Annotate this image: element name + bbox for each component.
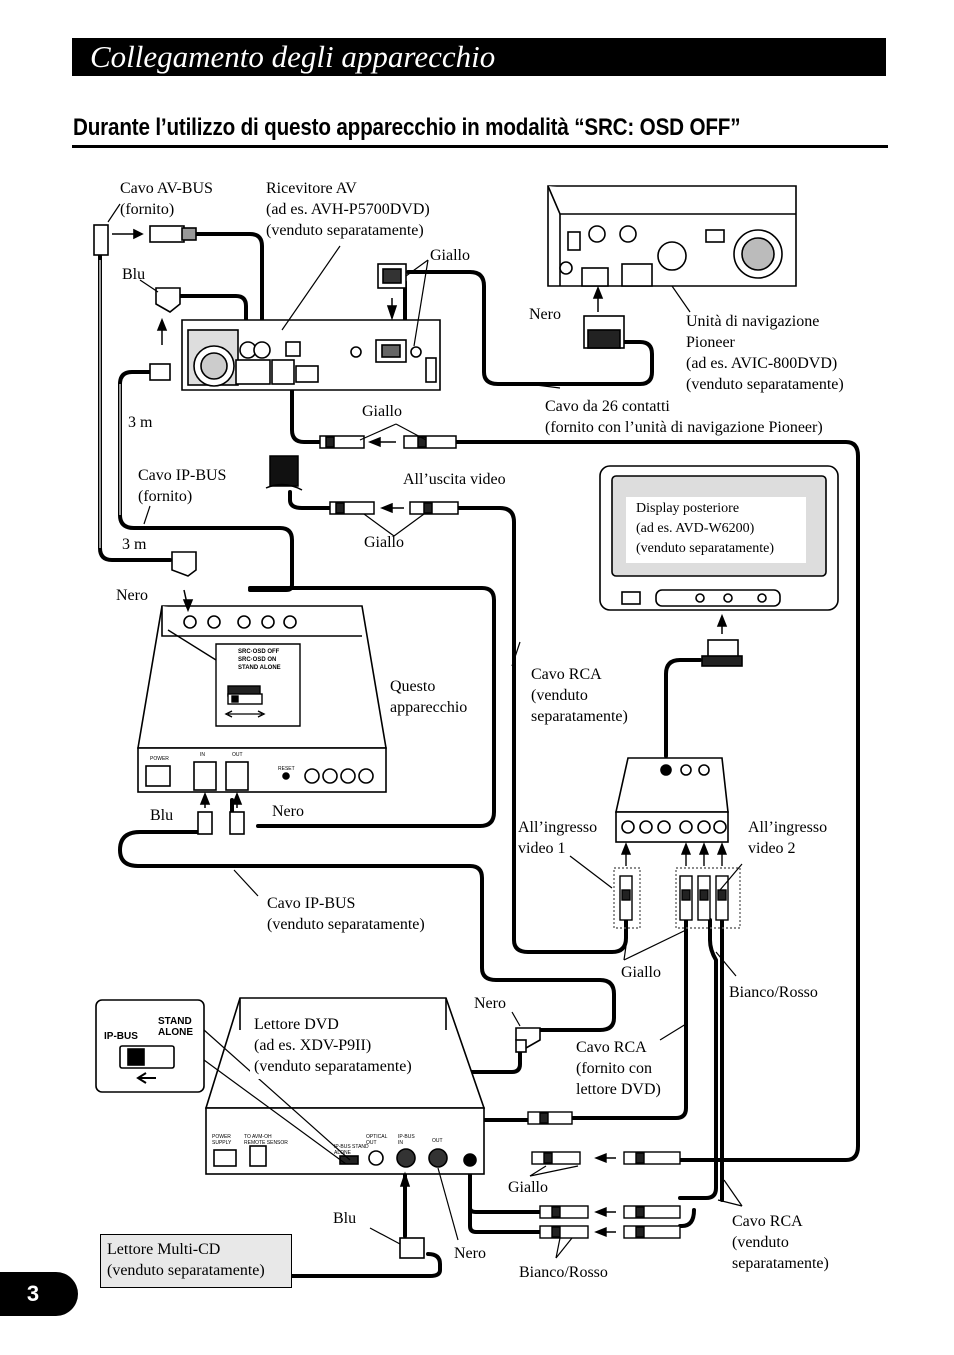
dvd-nero-plug <box>515 1027 541 1053</box>
label-giallo-dvd: Giallo <box>508 1179 548 1196</box>
multi-cd-box: Lettore Multi-CD(venduto separatamente) <box>100 1234 292 1288</box>
label-giallo-rca: Giallo <box>621 964 661 981</box>
label-bianco-rosso-rca: Bianco/Rosso <box>729 984 818 1001</box>
label-giallo-mid: Giallo <box>362 403 402 420</box>
label-blu-unit: Blu <box>150 807 174 824</box>
label-cavo-26: Cavo da 26 contatti(fornito con l’unità … <box>545 398 823 436</box>
unit-reset-text: RESET <box>278 766 295 772</box>
dvd-optical-text: OPTICAL OUT <box>366 1134 388 1146</box>
label-nero-nav: Nero <box>529 306 561 323</box>
page-title: Collegamento degli apparecchio <box>90 39 496 74</box>
rear-display-label: Display posteriore(ad es. AVD-W6200)(ven… <box>626 497 806 563</box>
cut-cable <box>265 455 303 491</box>
switch-inset-ipbus: IP-BUS <box>104 1031 138 1042</box>
dvd-player-label: Lettore DVD(ad es. XDV-P9II)(venduto sep… <box>250 1013 436 1079</box>
unit-switch-panel <box>167 629 301 727</box>
subtitle-rule <box>72 145 888 148</box>
dvd-ipbus-in-text: IP-BUS IN <box>398 1134 415 1146</box>
rca-plug-pair-top <box>319 435 457 449</box>
rca-plug-pair-video <box>329 501 459 515</box>
dvd-power-text: POWER SUPPLY <box>212 1134 232 1146</box>
unit-power-text: POWER <box>150 756 169 762</box>
rca-switch-box <box>615 757 729 843</box>
receiver-plug <box>377 263 407 321</box>
label-giallo-video: Giallo <box>364 534 404 551</box>
blu-plug <box>149 287 181 381</box>
rca-plugs-vertical <box>613 842 741 929</box>
dvd-rca-plugs <box>527 1111 681 1239</box>
avbus-plug <box>93 224 197 256</box>
label-cavo-avbus: Cavo AV-BUS(fornito) <box>120 180 213 218</box>
label-bianco-rosso-dvd: Bianco/Rosso <box>519 1264 608 1281</box>
receiver-device <box>181 319 441 391</box>
label-giallo-top: Giallo <box>430 247 470 264</box>
unit-in-text: IN <box>200 752 205 758</box>
nav-unit <box>547 185 797 287</box>
label-3m-2: 3 m <box>122 536 147 553</box>
label-cavo-ipbus-vs: Cavo IP-BUS(venduto separatamente) <box>267 895 425 933</box>
leader-lines <box>107 203 743 1259</box>
dvd-ipbus-out-text: OUT <box>432 1138 443 1144</box>
section-subtitle: Durante l’utilizzo di questo apparecchio… <box>73 114 741 141</box>
label-nero-dvd: Nero <box>474 995 506 1012</box>
label-3m-1: 3 m <box>128 414 153 431</box>
label-nero-unit: Nero <box>116 587 148 604</box>
cables <box>98 232 860 1278</box>
switch-inset <box>95 999 351 1165</box>
header-banner: Collegamento degli apparecchio <box>72 38 886 76</box>
label-blu-dvd: Blu <box>333 1210 357 1227</box>
ipbus-plug-top <box>171 551 197 613</box>
display-plug <box>701 613 743 667</box>
label-nero-mcd: Nero <box>454 1245 486 1262</box>
page-number: 3 <box>26 1281 40 1306</box>
nav-plug <box>583 285 625 349</box>
unit-bottom-plugs <box>197 791 245 835</box>
label-alluscita-video: All’uscita video <box>403 471 506 488</box>
dvd-ipbus-switch-text: IP-BUS STAND ALONE <box>334 1144 369 1156</box>
label-nero-unit-out: Nero <box>272 803 304 820</box>
page-number-tab: 3 <box>0 1272 78 1316</box>
dvd-remote-text: TO AVM-OH REMOTE SENSOR <box>244 1134 288 1146</box>
unit-out-text: OUT <box>232 752 243 758</box>
label-ricevitore-av: Ricevitore AV(ad es. AVH-P5700DVD)(vendu… <box>266 180 430 239</box>
label-blu-top: Blu <box>122 266 146 283</box>
label-cavo-ipbus-fornito: Cavo IP-BUS(fornito) <box>138 467 227 505</box>
dvd-blu-plug <box>399 1171 425 1259</box>
